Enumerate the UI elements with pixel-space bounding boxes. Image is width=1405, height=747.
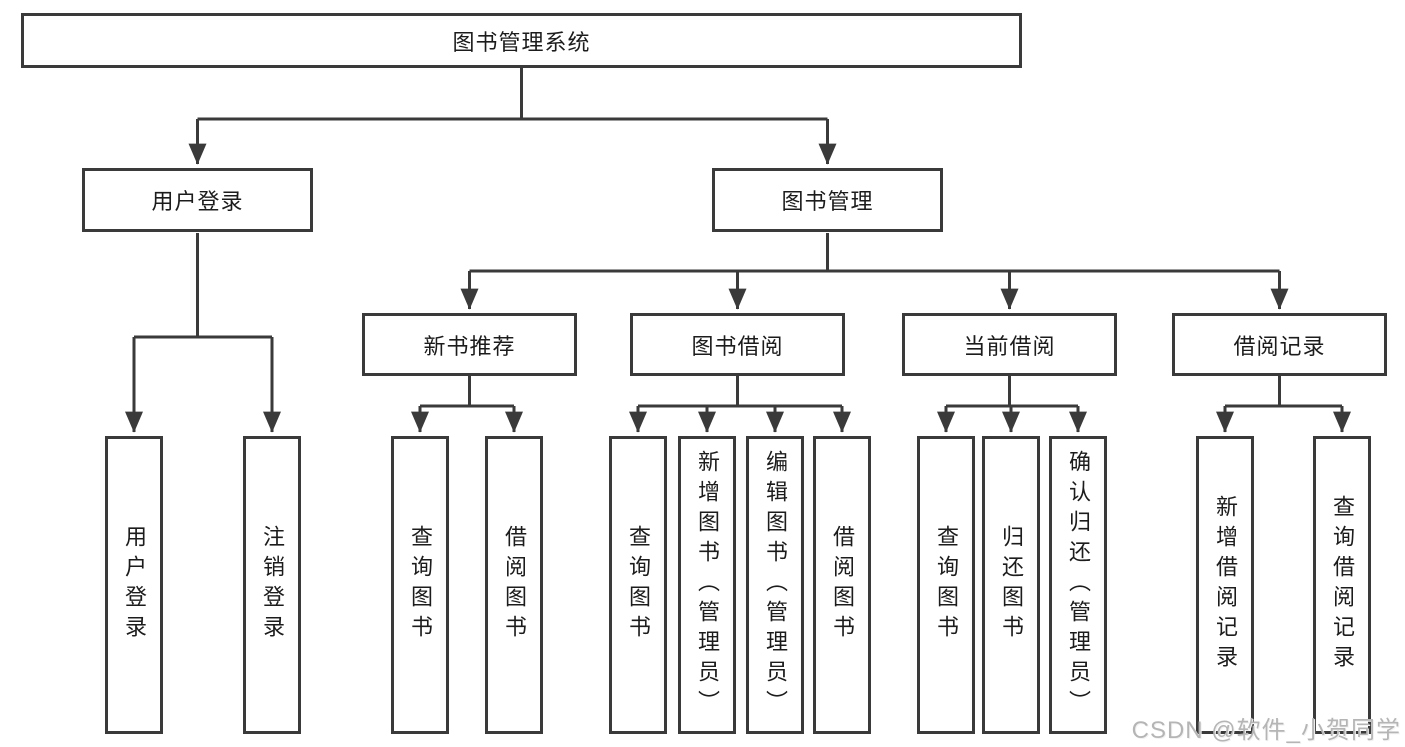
- leaf-borrow-query-books: 查询图书: [609, 436, 667, 734]
- node-current-borrow: 当前借阅: [902, 313, 1117, 376]
- leaf-borrow-edit-books-admin: 编辑图书（管理员）: [746, 436, 804, 734]
- leaf-current-query-books-label: 查询图书: [934, 525, 959, 645]
- leaf-newbook-query-books-label: 查询图书: [408, 525, 433, 645]
- leaf-records-add-record: 新增借阅记录: [1196, 436, 1254, 734]
- node-root: 图书管理系统: [21, 13, 1022, 68]
- leaf-current-confirm-return-admin: 确认归还（管理员）: [1049, 436, 1107, 734]
- leaf-borrow-query-books-label: 查询图书: [626, 525, 651, 645]
- leaf-records-query-record-label: 查询借阅记录: [1330, 495, 1355, 675]
- leaf-records-query-record: 查询借阅记录: [1313, 436, 1371, 734]
- leaf-current-query-books: 查询图书: [917, 436, 975, 734]
- leaf-newbook-borrow-books-label: 借阅图书: [502, 525, 527, 645]
- leaf-borrow-add-books-admin: 新增图书（管理员）: [678, 436, 736, 734]
- leaf-current-return-books: 归还图书: [982, 436, 1040, 734]
- node-borrow-records: 借阅记录: [1172, 313, 1387, 376]
- node-book-management: 图书管理: [712, 168, 943, 232]
- node-user-login: 用户登录: [82, 168, 313, 232]
- leaf-user-login: 用户登录: [105, 436, 163, 734]
- leaf-borrow-edit-books-admin-label: 编辑图书（管理员）: [763, 450, 788, 720]
- leaf-current-confirm-return-admin-label: 确认归还（管理员）: [1066, 450, 1091, 720]
- leaf-borrow-add-books-admin-label: 新增图书（管理员）: [695, 450, 720, 720]
- leaf-records-add-record-label: 新增借阅记录: [1213, 495, 1238, 675]
- leaf-logout: 注销登录: [243, 436, 301, 734]
- leaf-newbook-query-books: 查询图书: [391, 436, 449, 734]
- leaf-current-return-books-label: 归还图书: [999, 525, 1024, 645]
- leaf-borrow-borrow-books-label: 借阅图书: [830, 525, 855, 645]
- leaf-logout-label: 注销登录: [260, 525, 285, 645]
- leaf-borrow-borrow-books: 借阅图书: [813, 436, 871, 734]
- leaf-user-login-label: 用户登录: [122, 525, 147, 645]
- leaf-newbook-borrow-books: 借阅图书: [485, 436, 543, 734]
- node-new-book-recommend: 新书推荐: [362, 313, 577, 376]
- csdn-watermark: CSDN @软件_小贺同学: [1131, 717, 1401, 744]
- node-book-borrow: 图书借阅: [630, 313, 845, 376]
